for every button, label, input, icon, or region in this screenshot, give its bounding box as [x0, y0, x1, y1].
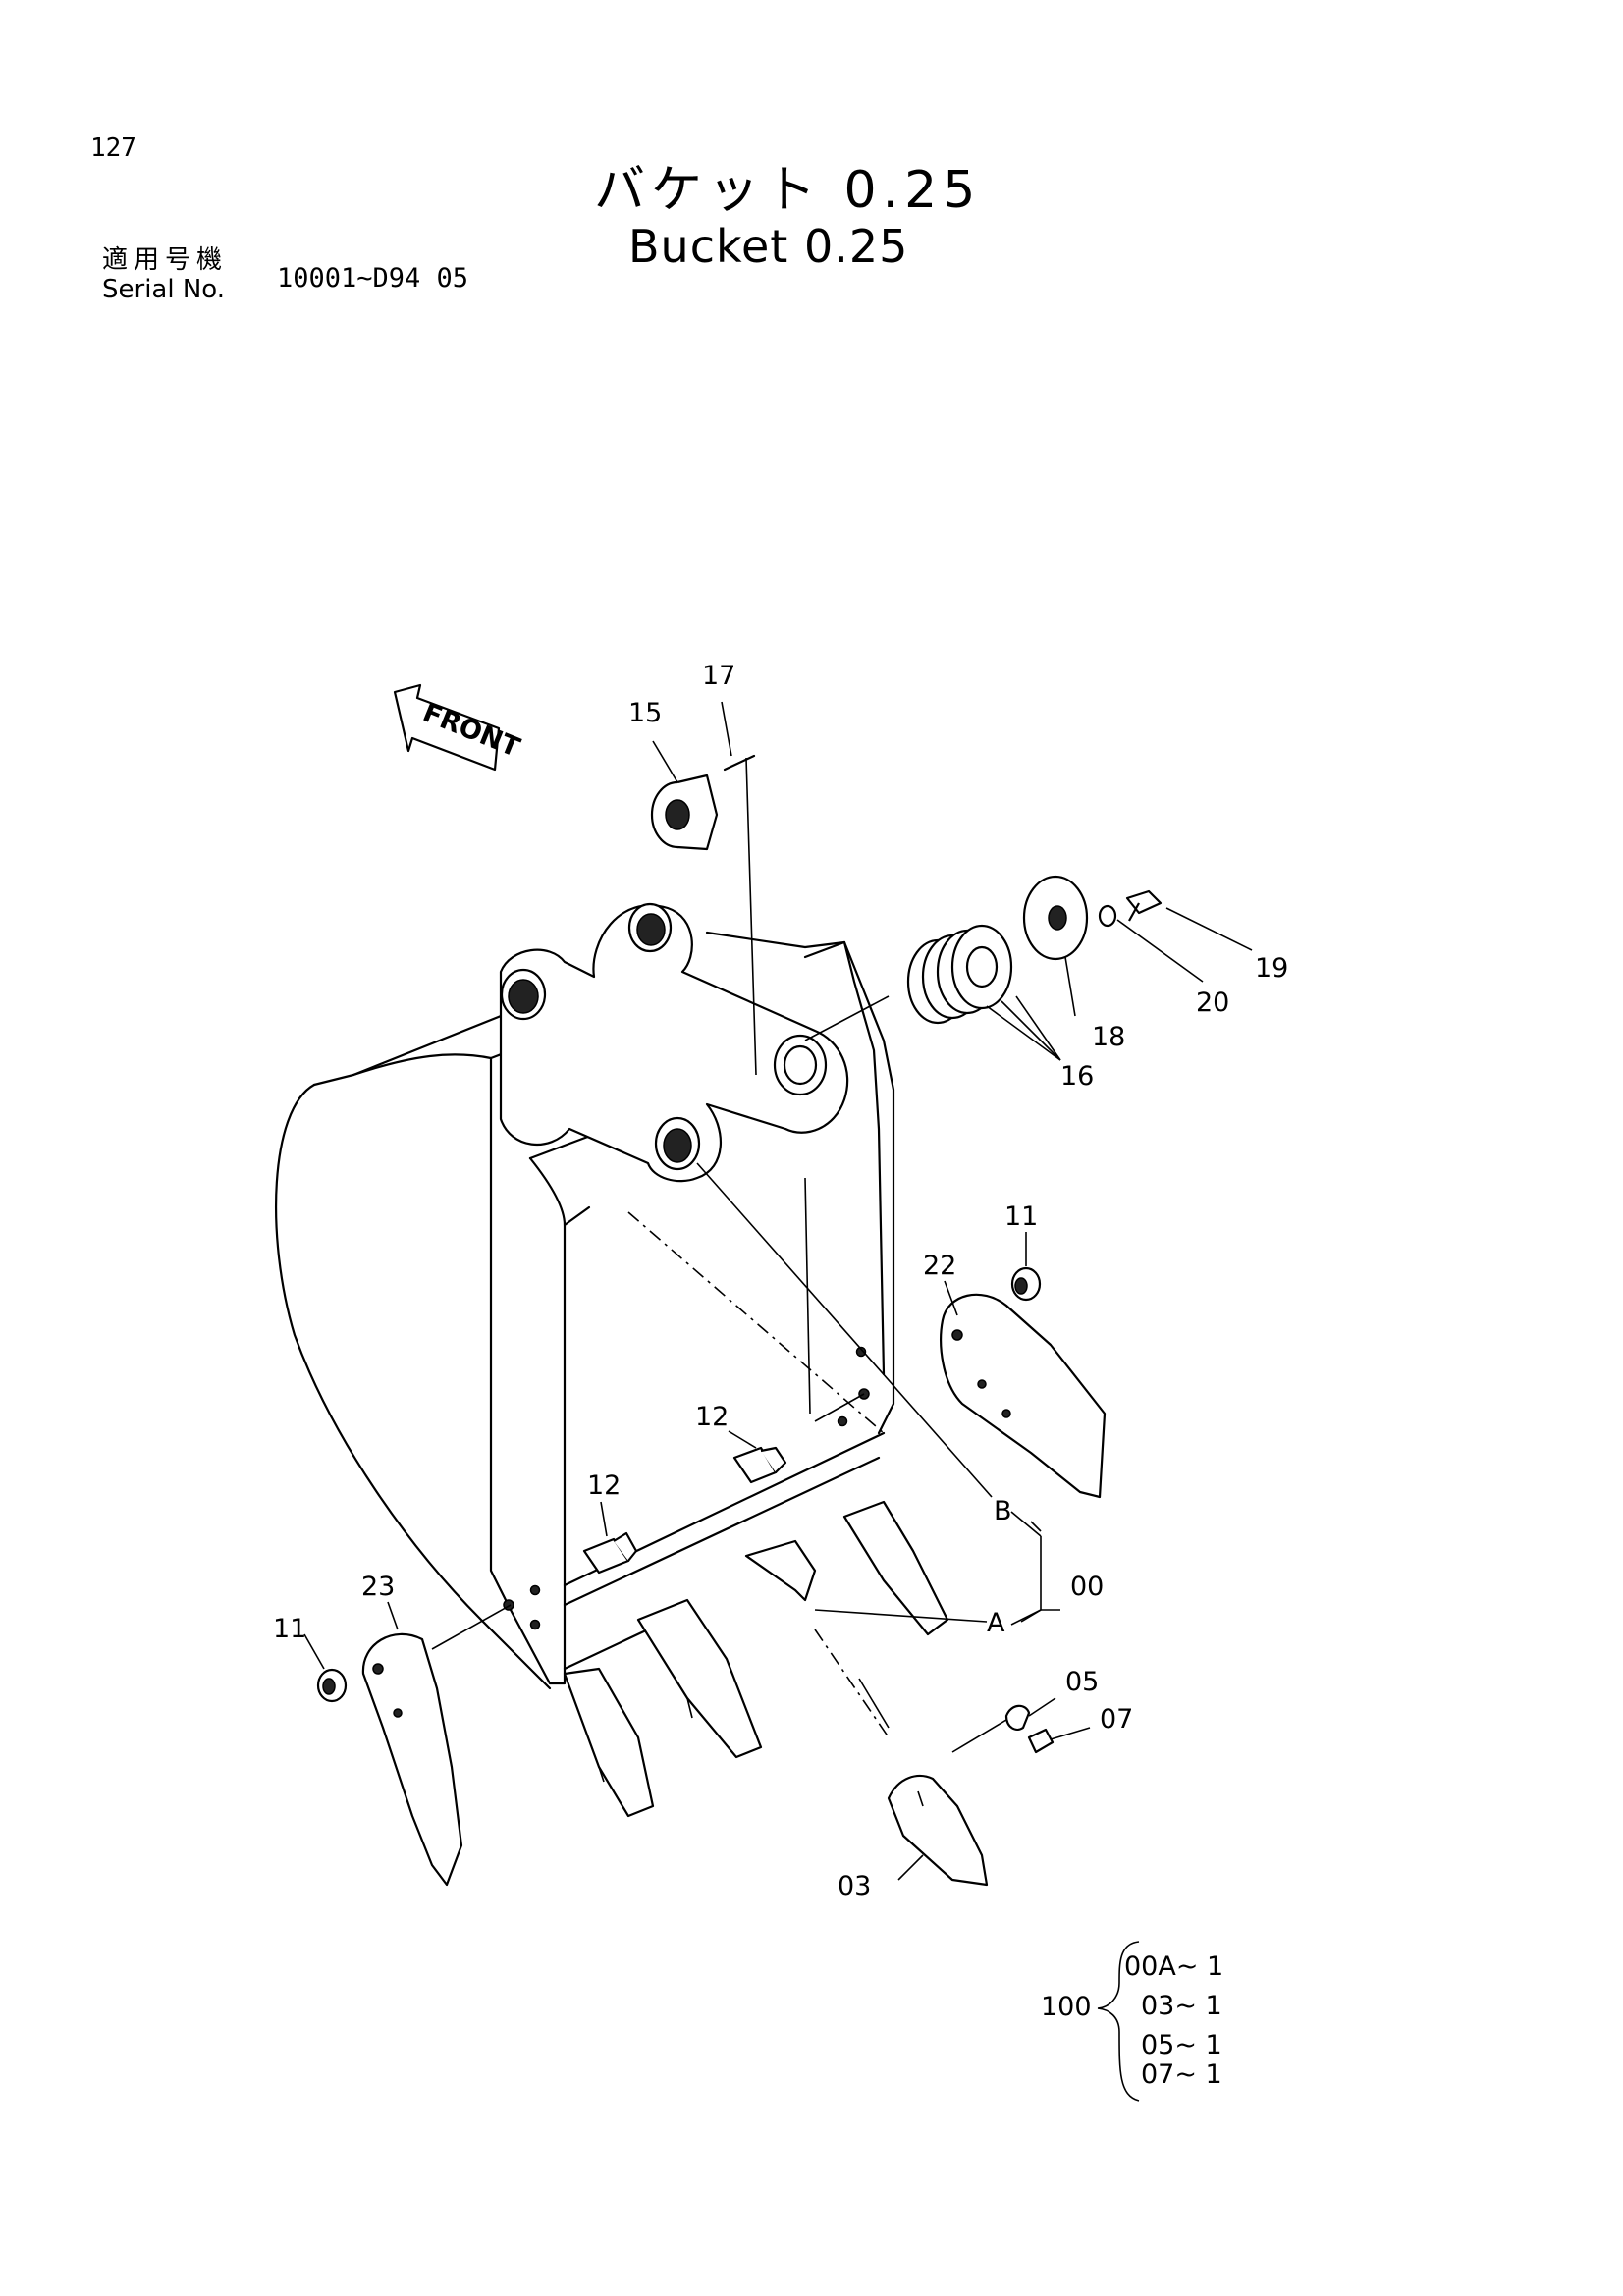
part-20-washer [1098, 904, 1117, 928]
callout-15: 15 [628, 698, 662, 728]
part-11-nut-left [316, 1668, 348, 1703]
callout-03: 03 [838, 1871, 871, 1901]
part-12-bolt-lower [582, 1531, 638, 1575]
callout-19: 19 [1255, 953, 1288, 984]
serial-label-english: Serial No. [102, 275, 225, 304]
callout-07: 07 [1100, 1704, 1133, 1735]
callout-23: 23 [361, 1572, 395, 1602]
callout-labels: 15 17 19 20 18 16 11 22 12 12 23 11 B 00… [273, 661, 1288, 1901]
callout-12-lower: 12 [587, 1470, 621, 1501]
page-number: 127 [90, 133, 136, 163]
callout-16: 16 [1060, 1061, 1094, 1092]
bucket-teeth [563, 1500, 949, 1818]
legend-item: 05~ 1 [1141, 2030, 1222, 2060]
serial-label-japanese: 適用号機 [102, 245, 229, 275]
part-23-side-cutter [361, 1632, 463, 1887]
legend-item: 00A~ 1 [1124, 1951, 1223, 1982]
page-title-japanese: バケット 0.25 [594, 161, 982, 220]
callout-17: 17 [702, 661, 735, 691]
part-11-nut-right [1010, 1266, 1042, 1302]
part-03-tooth [887, 1774, 989, 1887]
legend-item: 03~ 1 [1141, 1991, 1222, 2021]
callout-A: A [987, 1608, 1005, 1638]
page-title-english: Bucket 0.25 [628, 220, 909, 273]
part-16-shims [906, 924, 1013, 1025]
leader-lines [303, 701, 1253, 1881]
part-12-bolt-upper [732, 1446, 787, 1484]
callout-B: B [994, 1496, 1012, 1526]
callout-22: 22 [923, 1251, 956, 1281]
bucket-bracket [499, 902, 849, 1183]
assembly-legend: 100 00A~ 1 03~ 1 05~ 1 07~ 1 [1041, 1941, 1223, 2102]
legend-brace [1097, 1941, 1140, 2102]
front-arrow-icon: FRONT [393, 683, 524, 772]
part-17-pin [723, 754, 756, 772]
callout-20: 20 [1196, 988, 1229, 1018]
callout-11-right: 11 [1004, 1201, 1038, 1232]
callout-00: 00 [1070, 1572, 1104, 1602]
callout-18: 18 [1092, 1022, 1125, 1052]
part-19-bolt [1125, 889, 1163, 922]
assembly-group-number: 100 [1041, 1992, 1092, 2022]
callout-11-left: 11 [273, 1614, 306, 1644]
part-15-bushing [650, 774, 719, 851]
part-18-plate [1022, 875, 1089, 961]
callout-05: 05 [1065, 1667, 1099, 1697]
legend-item: 07~ 1 [1141, 2059, 1222, 2090]
part-22-side-cutter [940, 1293, 1107, 1499]
serial-number-range: 10001~D94 05 [277, 263, 469, 294]
callout-12-upper: 12 [695, 1402, 729, 1432]
part-05-pin [1004, 1704, 1031, 1732]
part-07-lock [1027, 1728, 1055, 1754]
